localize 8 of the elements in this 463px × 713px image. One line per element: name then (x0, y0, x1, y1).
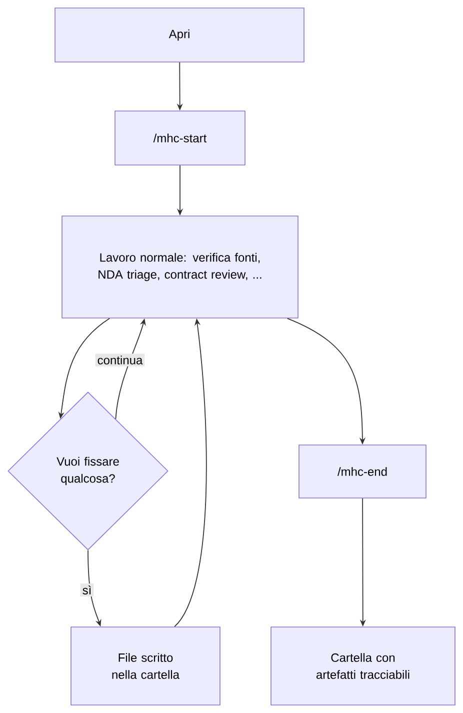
process-box: Cartella con artefatti tracciabili (270, 626, 456, 706)
process-box: /mhc-start (114, 110, 246, 166)
process-box: Lavoro normale: verifica fonti, NDA triage, contract review, ... (62, 216, 298, 318)
edge-label: sì (80, 584, 94, 596)
process-box: File scritto nella cartella (70, 626, 220, 706)
edge-label: continua (95, 354, 145, 366)
process-box: Apri (54, 8, 304, 62)
process-box: /mhc-end (298, 444, 426, 498)
